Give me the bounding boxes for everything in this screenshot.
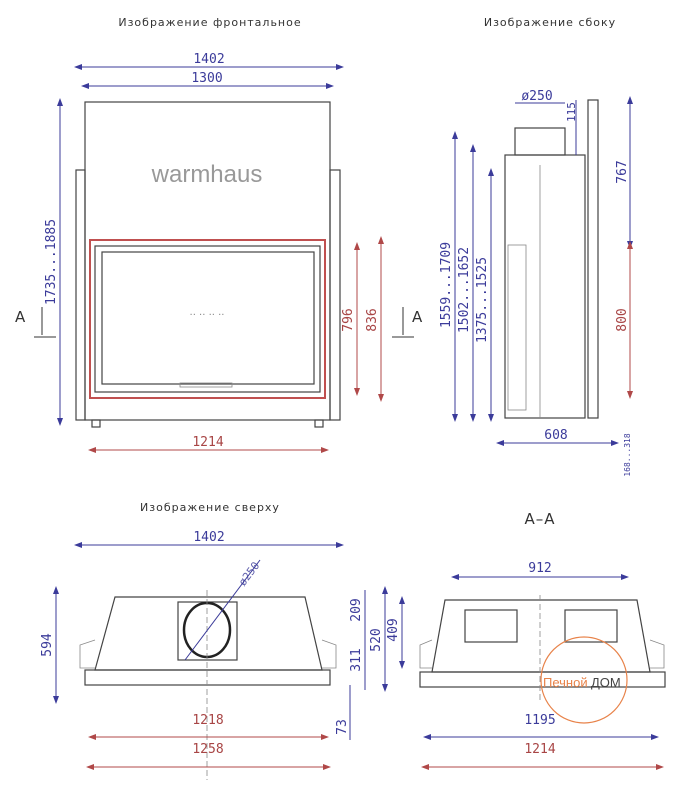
watermark-logo: Печной ДОМ	[540, 636, 628, 724]
top-body	[94, 596, 323, 671]
dim-label: 1402	[193, 530, 224, 545]
dim-label: 1195	[524, 713, 555, 728]
door-frame	[89, 239, 326, 399]
dim-label: 311	[349, 648, 364, 671]
left-side-strip	[75, 169, 86, 421]
door-handle	[179, 382, 233, 388]
dim-label: ø250	[236, 559, 262, 588]
brand-logo: warmhaus	[151, 161, 263, 188]
door	[94, 245, 321, 393]
top-view: ø250 1402 594 209 311 73 1218 1258	[40, 530, 366, 780]
dim-label: ø250	[521, 89, 552, 104]
dim-label: 1214	[524, 742, 555, 757]
dim-label: 168...318	[623, 433, 632, 477]
flue-collar	[514, 127, 566, 156]
side-body	[504, 154, 586, 419]
dim-label: 608	[544, 428, 567, 443]
dim-label: 1735...1885	[44, 219, 59, 305]
watermark-text: Печной	[543, 675, 588, 690]
section-arrow-icon	[34, 307, 56, 338]
section-view: 912 520 409 1195 1214	[369, 561, 666, 770]
section-base	[419, 671, 666, 688]
dim-label: 409	[386, 618, 401, 641]
side-view: ø250 115 767 800 1559...1709 1502...1652…	[439, 89, 633, 477]
side-wings	[79, 639, 337, 669]
section-arrow-icon	[392, 307, 414, 338]
base-plate	[84, 669, 331, 686]
title-front: Изображение фронтальное	[118, 16, 301, 29]
title-side: Изображение сбоку	[484, 16, 616, 29]
window-left	[464, 609, 518, 643]
dim-label: 836	[365, 308, 380, 331]
watermark-circle	[540, 636, 628, 724]
section-marker-left: A	[15, 308, 26, 326]
flue-plate	[177, 601, 238, 661]
front-panel	[84, 101, 331, 421]
back-panel	[587, 99, 599, 419]
dim-label: 1402	[193, 52, 224, 67]
window-right	[564, 609, 618, 643]
title-section: A–A	[524, 510, 555, 528]
dim-label: 1300	[191, 71, 222, 86]
dim-label: 1375...1525	[475, 257, 490, 343]
dim-label: 73	[335, 719, 350, 735]
glass-dots: ·· ·· ·· ··	[190, 310, 225, 321]
dim-label: 767	[615, 160, 630, 183]
dim-label: 594	[40, 633, 55, 657]
dim-label: 1214	[192, 435, 223, 450]
door-profile	[507, 244, 527, 411]
section-marker-right: A	[412, 308, 423, 326]
title-top: Изображение сверху	[140, 501, 280, 514]
dim-line	[184, 559, 261, 661]
glass	[101, 251, 315, 385]
dim-label: 115	[565, 102, 578, 122]
foot	[91, 419, 101, 428]
foot	[314, 419, 324, 428]
dim-label: 1559...1709	[439, 242, 454, 328]
dim-label: 1258	[192, 742, 223, 757]
side-wings	[419, 639, 665, 669]
front-view: warmhaus ·· ·· ·· ·· 1402 1300 1735...18…	[15, 52, 423, 453]
dim-label: 800	[615, 308, 630, 331]
dim-label: 1502...1652	[457, 247, 472, 333]
dim-label: 796	[341, 308, 356, 331]
dim-label: 1218	[192, 713, 223, 728]
right-side-strip	[329, 169, 341, 421]
watermark-text: ДОМ	[591, 675, 621, 690]
dim-label: 209	[349, 598, 364, 621]
dim-label: 520	[369, 628, 384, 651]
dim-label: 912	[528, 561, 551, 576]
